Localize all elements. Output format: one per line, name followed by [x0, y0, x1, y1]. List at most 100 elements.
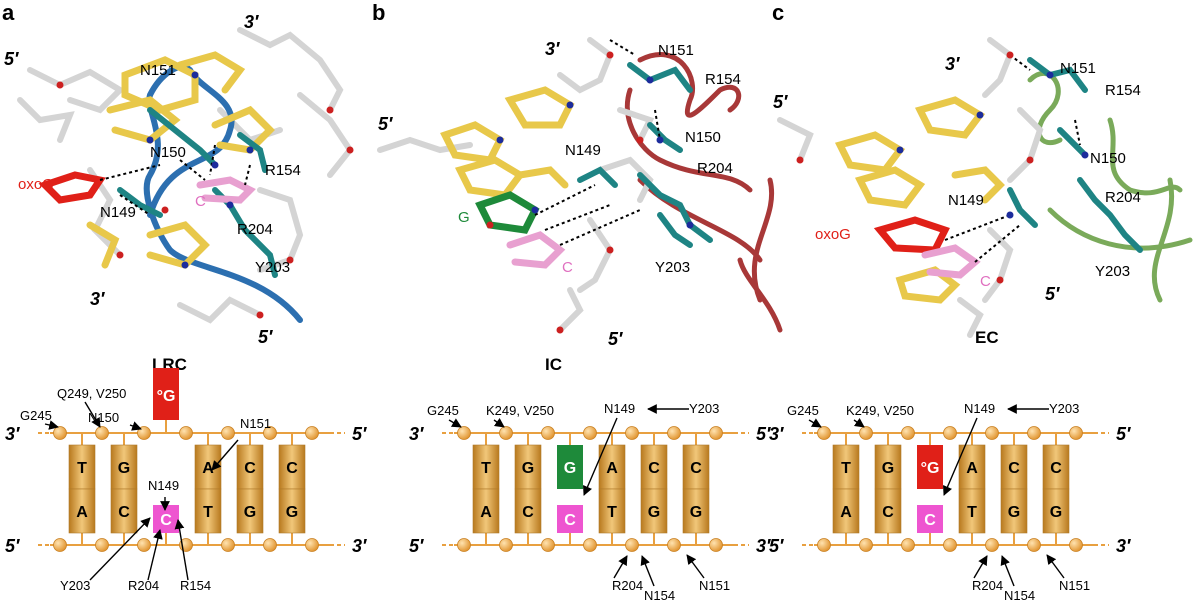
- phosphate-ball: [859, 538, 873, 552]
- annot-k249: K249, V250: [486, 403, 554, 418]
- a-label-y203: Y203: [255, 259, 290, 276]
- base-letter: G: [648, 504, 660, 521]
- phosphate-ball: [625, 538, 639, 552]
- annot-arrow: [853, 417, 865, 428]
- c-label-c: C: [980, 273, 991, 290]
- c-end-5-left: 5′: [773, 92, 788, 112]
- annot-arrow: [808, 418, 822, 428]
- base-letter: C: [244, 460, 256, 477]
- annot-n149: N149: [964, 401, 995, 416]
- structure-render-ec: [777, 37, 1193, 338]
- base-letter: T: [967, 504, 977, 521]
- base-bottom: [682, 488, 710, 534]
- phosphate-ball: [499, 426, 513, 440]
- annot-n154: N154: [644, 588, 675, 603]
- c-label-r154: R154: [1105, 82, 1141, 99]
- base-letter: G: [564, 460, 576, 477]
- annot-arrow: [686, 554, 705, 579]
- base-letter: A: [202, 460, 214, 477]
- base-bottom: [110, 488, 138, 534]
- base-letter: G: [690, 504, 702, 521]
- schematic-end-label: 5′: [756, 424, 771, 444]
- base-letter: C: [1008, 460, 1020, 477]
- panel-a-letter: a: [2, 0, 15, 25]
- b-title: IC: [545, 355, 562, 374]
- phosphate-ball: [137, 538, 151, 552]
- annot-r204: R204: [612, 578, 643, 593]
- b-end-5-bottom: 5′: [608, 329, 623, 349]
- base-bottom: [958, 488, 986, 534]
- phosphate-ball: [709, 426, 723, 440]
- annot-arrow: [89, 517, 151, 581]
- schematic-end-label: 3′: [352, 536, 367, 556]
- c-end-3-top: 3′: [945, 54, 960, 74]
- phosphate-ball: [1069, 426, 1083, 440]
- a-label-n150: N150: [150, 144, 186, 161]
- panel-b: b: [372, 0, 783, 374]
- a-label-c: C: [195, 193, 206, 210]
- base-bottom: [874, 488, 902, 534]
- base-bottom: [514, 488, 542, 534]
- b-label-r204: R204: [697, 160, 733, 177]
- base-top: [1000, 444, 1028, 490]
- base-letter: T: [481, 460, 491, 477]
- b-label-g: G: [458, 209, 470, 226]
- schematic-end-label: 5′: [409, 536, 424, 556]
- a-end-5-topleft: 5′: [4, 49, 19, 69]
- a-end-3-topright: 3′: [244, 12, 259, 32]
- annot-arrow: [1000, 555, 1015, 587]
- base-bottom: [832, 488, 860, 534]
- base-bottom: [1042, 488, 1070, 534]
- base-top: [472, 444, 500, 490]
- base-letter: G: [1008, 504, 1020, 521]
- phosphate-ball: [1027, 538, 1041, 552]
- base-top: [110, 444, 138, 490]
- base-letter: A: [606, 460, 618, 477]
- annot-n154: N154: [1004, 588, 1035, 603]
- a-label-r154: R154: [265, 162, 301, 179]
- base-letter: C: [648, 460, 660, 477]
- phosphate-ball: [53, 538, 67, 552]
- base-letter: G: [244, 504, 256, 521]
- annot-arrow: [582, 417, 618, 496]
- base-letter: C: [1050, 460, 1062, 477]
- base-letter: T: [203, 504, 213, 521]
- schematic-end-label: 5′: [352, 424, 367, 444]
- base-top: [557, 445, 583, 489]
- base-top: [598, 444, 626, 490]
- base-bottom: [640, 488, 668, 534]
- phosphate-ball: [541, 538, 555, 552]
- base-bottom: [598, 488, 626, 534]
- b-end-3-top: 3′: [545, 39, 560, 59]
- phosphate-ball: [583, 426, 597, 440]
- structure-render-ic: [377, 37, 783, 334]
- a-end-5-bottomright: 5′: [258, 327, 273, 347]
- annot-arrow: [174, 519, 189, 581]
- annot-arrow: [640, 555, 655, 587]
- schematic-end-label: 3′: [409, 424, 424, 444]
- annot-y203: Y203: [60, 578, 90, 593]
- annot-arrow: [613, 555, 628, 579]
- base-top: [640, 444, 668, 490]
- base-letter: A: [840, 504, 852, 521]
- annot-g245: G245: [787, 403, 819, 418]
- a-label-n149: N149: [100, 204, 136, 221]
- base-letter: A: [966, 460, 978, 477]
- c-label-r204: R204: [1105, 189, 1141, 206]
- schematic-end-label: 3′: [756, 536, 771, 556]
- base-letter: T: [841, 460, 851, 477]
- annot-g245: G245: [427, 403, 459, 418]
- annot-n151: N151: [240, 416, 271, 431]
- base-letter: T: [607, 504, 617, 521]
- base-letter: C: [522, 504, 534, 521]
- c-label-y203: Y203: [1095, 263, 1130, 280]
- c-label-n149: N149: [948, 192, 984, 209]
- annot-arrow: [448, 418, 462, 428]
- b-label-n149: N149: [565, 142, 601, 159]
- phosphate-ball: [817, 538, 831, 552]
- flipped-oxog-letter: °G: [157, 388, 176, 405]
- annot-y203: Y203: [689, 401, 719, 416]
